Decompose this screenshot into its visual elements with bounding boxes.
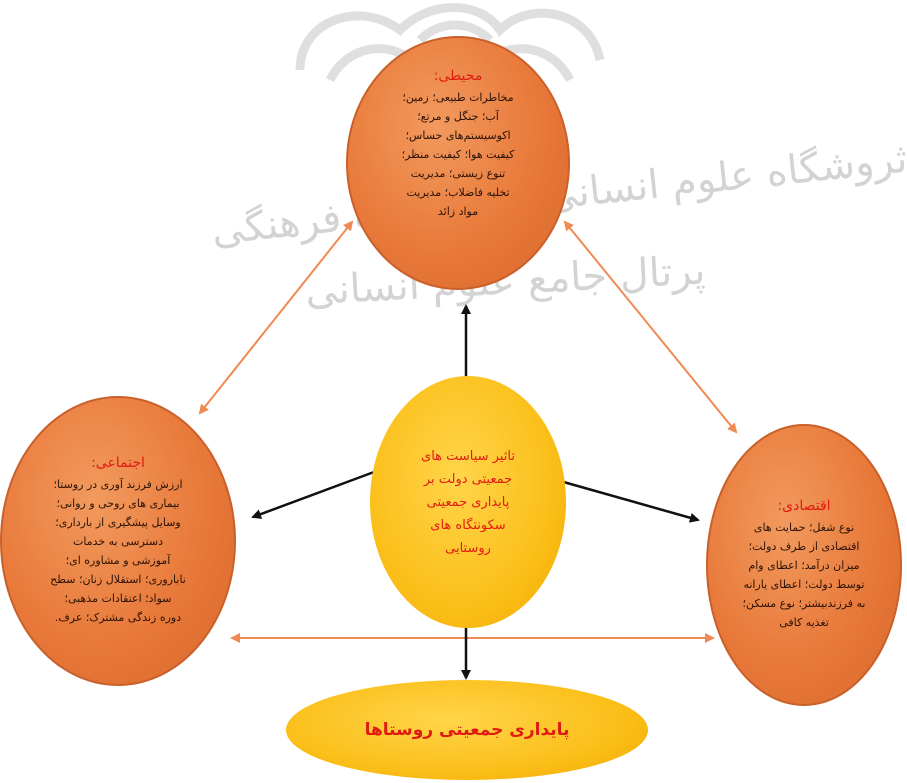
arrow-center-left [251, 470, 375, 519]
central-line: سکونتگاه های [430, 517, 506, 533]
arrow-center-right [559, 479, 700, 523]
social-line: بیماری های روحی و روانی؛ [56, 497, 180, 510]
environmental-line: مخاطرات طبیعی؛ زمین؛ [402, 91, 514, 104]
environmental-line: کیفیت هوا؛ کیفیت منظر؛ [401, 148, 515, 161]
central-line: روستایی [445, 540, 491, 556]
economic-line: تغذیه کافی [779, 616, 829, 629]
social-line: دوره زندگی مشترک؛ عرف. [54, 611, 182, 624]
social-line: وسایل پیشگیری از بارداری؛ [55, 516, 181, 529]
economic-title: اقتصادی: [777, 498, 831, 514]
environmental-line: تخلیه فاضلاب؛ مدیریت [406, 186, 510, 199]
central-line: جمعیتی دولت بر [423, 471, 513, 487]
social-line: دسترسی به خدمات [72, 535, 163, 548]
environmental-line: آب؛ جنگل و مرتع؛ [417, 110, 499, 123]
central-policy-node: تاثیر سیاست های جمعیتی دولت بر پایداری ج… [370, 376, 566, 628]
economic-line: میزان درآمد؛ اعطای وام [748, 559, 860, 572]
economic-line: توسط دولت؛ اعطای یارانه [743, 578, 865, 591]
economic-node: اقتصادی: نوع شغل؛ حمایت های اقتصادی از ط… [706, 424, 902, 706]
environmental-title: محیطی: [433, 68, 483, 84]
social-line: ناباروری؛ استقلال زنان؛ سطح [50, 573, 186, 586]
social-title: اجتماعی: [91, 455, 145, 471]
outcome-node: پایداری جمعیتی روستاها [286, 680, 648, 780]
environmental-node: محیطی: مخاطرات طبیعی؛ زمین؛ آب؛ جنگل و م… [346, 36, 570, 290]
arrow-top-left [198, 220, 354, 415]
social-line: سواد؛ اعتقادات مذهبی؛ [64, 592, 172, 605]
environmental-line: تنوع زیستی؛ مدیریت [410, 167, 506, 180]
environmental-line: مواد زائد [437, 205, 479, 218]
environmental-line: اکوسیستم‌های حساس؛ [405, 129, 511, 142]
social-line: ارزش فرزند آوری در روستا؛ [53, 478, 183, 491]
social-line: آموزشی و مشاوره ای؛ [65, 554, 171, 567]
central-line: تاثیر سیاست های [421, 448, 515, 464]
economic-line: نوع شغل؛ حمایت های [753, 521, 855, 534]
economic-line: به فرزندبیشتر؛ نوع مسکن؛ [742, 597, 866, 610]
social-node: اجتماعی: ارزش فرزند آوری در روستا؛ بیمار… [0, 396, 236, 686]
outcome-label: پایداری جمعیتی روستاها [364, 720, 570, 740]
economic-line: اقتصادی از طرف دولت؛ [748, 540, 860, 553]
arrow-top-right [563, 220, 738, 434]
central-line: پایداری جمعیتی [426, 494, 510, 510]
